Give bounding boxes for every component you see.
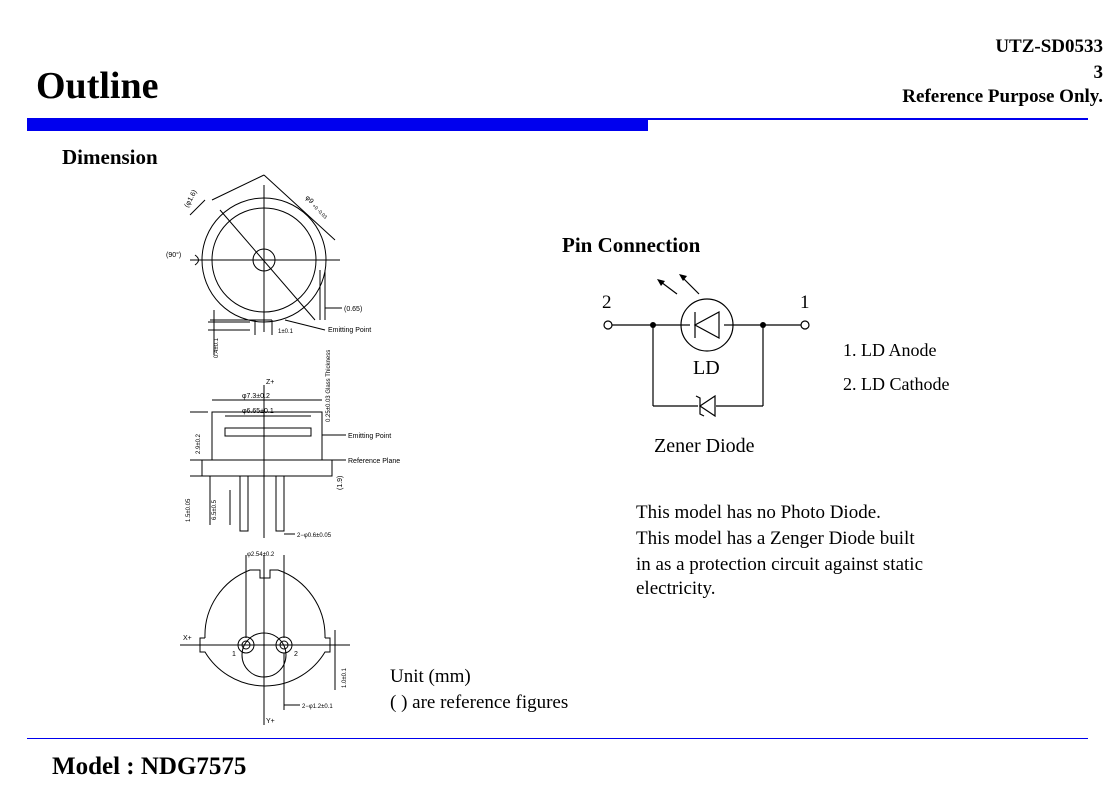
dim-19: (1.9)	[337, 476, 344, 490]
note-line-4: electricity.	[636, 578, 716, 599]
dim-15: 1.5±0.05	[186, 498, 192, 522]
dim-065: (0.65)	[344, 306, 362, 313]
side-view-drawing	[190, 385, 346, 538]
note-line-3: in as a protection circuit against stati…	[636, 554, 924, 575]
dim-angle90: (90°)	[166, 251, 181, 259]
side-emitting-point-label: Emitting Point	[348, 433, 391, 440]
note-line-2: This model has a Zenger Diode built	[636, 528, 915, 549]
zener-diode-label: Zener Diode	[654, 435, 755, 457]
reference-plane-label: Reference Plane	[348, 458, 400, 465]
dim-phi254: φ2.54±0.2	[247, 552, 275, 558]
dim-glass-thickness: 0.25±0.03 Glass Thickness	[326, 350, 332, 422]
schematic-pin-2-label: 2	[602, 292, 612, 313]
header-blue-rule	[648, 118, 1088, 120]
z-plus-label: Z+	[266, 379, 274, 386]
dimension-heading: Dimension	[62, 145, 158, 169]
page-number: 3	[1093, 62, 1104, 83]
dim-phi16: (φ1.6)	[184, 189, 199, 209]
header-blue-bar	[27, 118, 648, 131]
pin-connection-schematic: 2 1 LD Zener Diode	[602, 274, 810, 457]
schematic-pin-1-label: 1	[800, 292, 810, 313]
x-plus-label: X+	[183, 635, 192, 642]
bottom-view-drawing	[180, 555, 350, 725]
pin-legend-anode: 1. LD Anode	[843, 340, 937, 360]
unit-note: Unit (mm)	[390, 666, 471, 687]
dim-04: 0.4±0.1	[214, 337, 220, 358]
model-label: Model : NDG7575	[52, 753, 247, 780]
reference-figures-note: ( ) are reference figures	[390, 692, 569, 713]
dim-phi665: φ6.65±0.1	[242, 408, 274, 415]
dim-29: 2.9±0.2	[196, 433, 202, 454]
page-title: Outline	[36, 65, 159, 107]
document-id: UTZ-SD0533	[995, 36, 1103, 57]
note-line-1: This model has no Photo Diode.	[636, 502, 881, 523]
top-view-drawing	[189, 174, 342, 355]
pin-legend-cathode: 2. LD Cathode	[843, 374, 950, 394]
pin2-terminal	[603, 320, 613, 330]
y-plus-label: Y+	[266, 718, 275, 725]
ld-label: LD	[693, 357, 720, 379]
pin1-terminal	[800, 320, 810, 330]
reference-note: Reference Purpose Only.	[902, 86, 1103, 107]
bottom-pin1-label: 1	[232, 651, 236, 658]
dim-10: 1.0±0.1	[342, 667, 348, 688]
dim-pin-diameter: 2−φ0.6±0.05	[297, 533, 332, 539]
bottom-pin2-label: 2	[294, 651, 298, 658]
pin-connection-heading: Pin Connection	[562, 233, 701, 257]
dim-phi73: φ7.3±0.2	[242, 393, 270, 400]
dim-phi9-tolerance: +0 -0.03	[311, 203, 328, 220]
footer-rule	[27, 738, 1088, 739]
dim-phi12: 2−φ1.2±0.1	[302, 704, 333, 710]
dim-1: 1±0.1	[278, 329, 294, 335]
top-emitting-point-label: Emitting Point	[328, 327, 371, 334]
zener-diode-symbol	[698, 394, 716, 418]
dim-phi9: φ9	[304, 194, 315, 205]
dimension-drawing: (φ1.6) φ9 +0 -0.03 (90°) (0.65) 1±0.1 Em…	[166, 174, 400, 725]
dim-65: 6.5±0.5	[212, 499, 218, 520]
